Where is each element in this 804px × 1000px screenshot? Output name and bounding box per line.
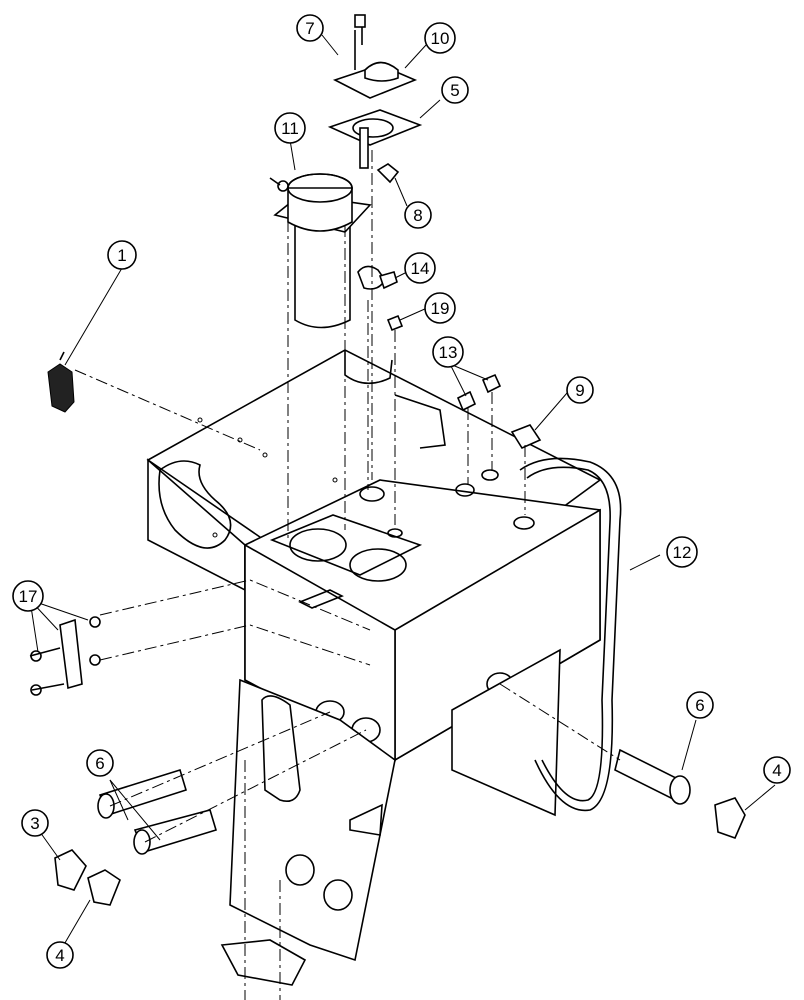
callout-14: 14 <box>404 252 436 284</box>
fitting-8 <box>376 163 400 184</box>
callout-4-left: 4 <box>46 941 74 969</box>
suction-tubes-left <box>97 768 217 855</box>
svg-text:3: 3 <box>30 814 39 833</box>
callout-12: 12 <box>666 536 698 568</box>
callout-13: 13 <box>432 336 464 368</box>
elbow-3 <box>54 849 87 891</box>
svg-text:7: 7 <box>305 19 314 38</box>
elbow-4-left <box>87 869 121 906</box>
callout-11: 11 <box>274 112 306 144</box>
breather-cap <box>510 424 542 450</box>
clamp-bracket <box>29 616 101 696</box>
svg-text:13: 13 <box>439 343 458 362</box>
svg-text:5: 5 <box>450 81 459 100</box>
callout-1: 1 <box>107 240 137 270</box>
svg-text:10: 10 <box>431 29 450 48</box>
svg-text:8: 8 <box>413 206 422 225</box>
filter-cap-assembly <box>327 14 423 169</box>
svg-text:9: 9 <box>575 381 584 400</box>
callout-6-right: 6 <box>686 691 714 719</box>
rear-support-leg <box>451 648 561 817</box>
assembly-centerlines <box>74 150 621 1000</box>
callout-8: 8 <box>404 201 432 229</box>
callout-10: 10 <box>424 22 456 54</box>
svg-text:1: 1 <box>117 246 126 265</box>
svg-text:4: 4 <box>772 761 781 780</box>
svg-text:14: 14 <box>411 259 430 278</box>
lower-support-leg <box>220 678 396 986</box>
callout-3: 3 <box>21 809 49 837</box>
svg-text:6: 6 <box>695 696 704 715</box>
plug-19 <box>386 314 404 332</box>
callout-6-left: 6 <box>86 749 114 777</box>
elbow-4-right <box>714 797 746 840</box>
callout-17: 17 <box>12 580 44 612</box>
filter-housing <box>269 173 372 329</box>
callout-5: 5 <box>441 76 469 104</box>
svg-text:12: 12 <box>673 543 692 562</box>
callout-7: 7 <box>296 14 324 42</box>
callout-9: 9 <box>566 376 594 404</box>
svg-text:17: 17 <box>19 587 38 606</box>
suction-tube-right <box>614 748 691 805</box>
sensor-switch <box>47 351 75 413</box>
svg-text:6: 6 <box>95 754 104 773</box>
svg-text:11: 11 <box>281 119 299 138</box>
svg-text:4: 4 <box>55 946 64 965</box>
svg-text:19: 19 <box>431 299 450 318</box>
tee-fitting <box>357 265 398 290</box>
callout-4-right: 4 <box>763 756 791 784</box>
callout-19: 19 <box>424 292 456 324</box>
return-hose <box>519 457 622 812</box>
elbow-fittings <box>456 373 502 412</box>
